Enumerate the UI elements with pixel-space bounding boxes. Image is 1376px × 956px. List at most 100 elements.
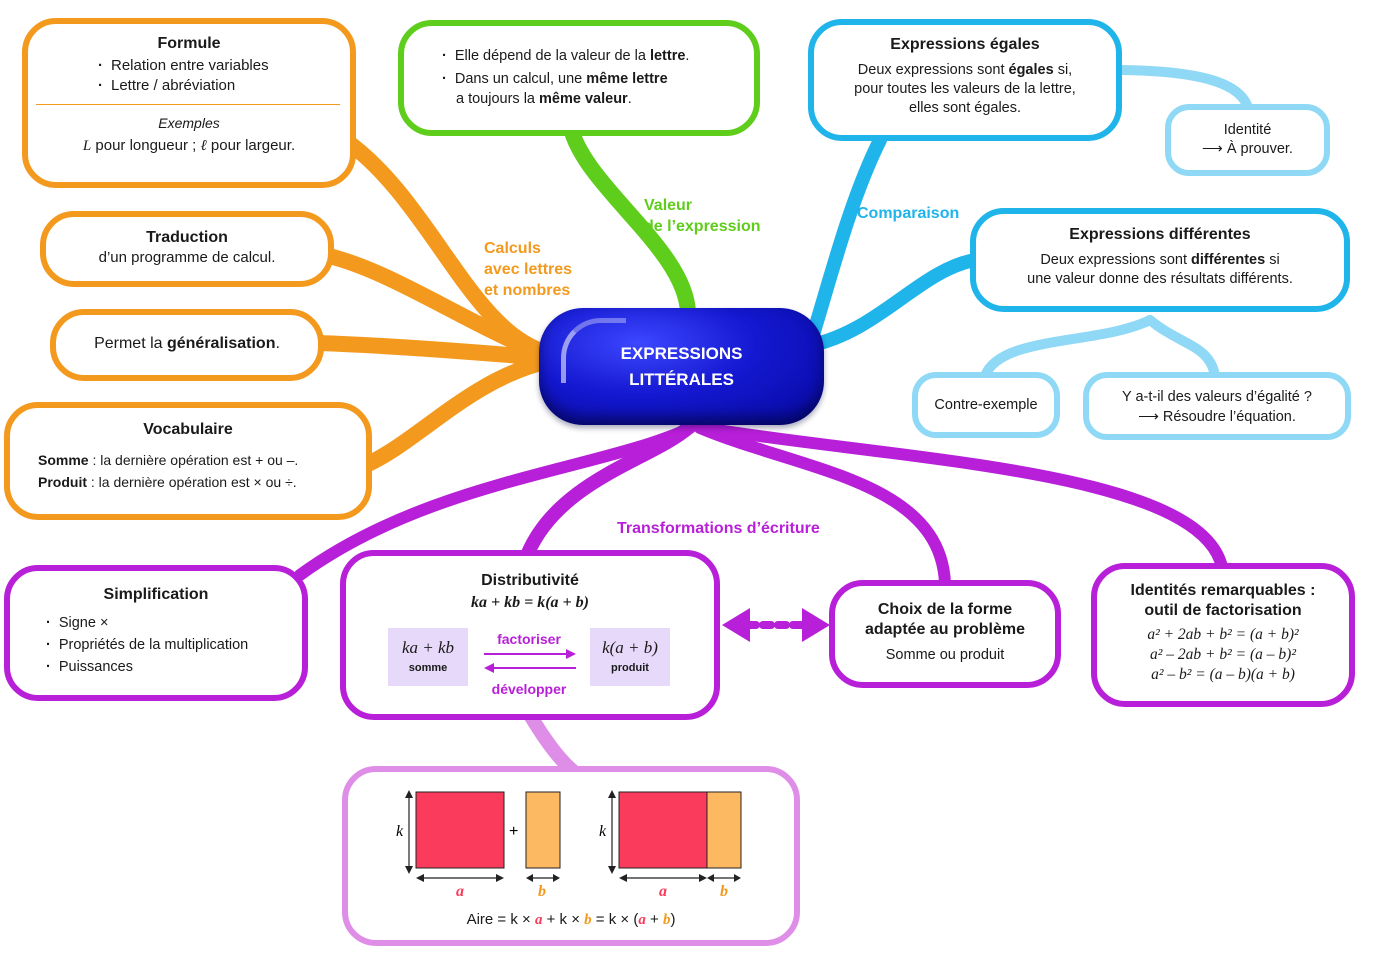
aire-diagram: k + a b k a b (396, 790, 742, 900)
k-label: k (396, 823, 404, 840)
contre-exemple-text: Contre-exemple (934, 397, 1038, 413)
vocabulaire-somme-label: Somme (38, 452, 89, 468)
differentes-text: Deux expressions sont différentes si une… (976, 251, 1344, 289)
vocabulaire-title: Vocabulaire (143, 421, 233, 438)
formule-divider (36, 104, 340, 105)
identites-title-line1: Identités remarquables : (1130, 582, 1316, 599)
developper-arrow-head (484, 663, 494, 673)
vocabulaire-produit-text: : la dernière opération est × ou ÷. (87, 474, 297, 490)
branch-purple-simplification (294, 422, 696, 581)
branch-blue-egales (805, 133, 887, 345)
choix-title-line1: Choix de la forme (877, 601, 1013, 618)
egales-title: Expressions égales (890, 36, 1040, 53)
b-label: b (538, 883, 546, 900)
valeur-l1-pre: Elle dépend de la valeur de la (454, 48, 650, 64)
differentes-l1-bold: différentes (1191, 252, 1266, 268)
aire-formula: Aire = k × a + k × b = k × (a + b) (348, 910, 794, 930)
branch-purple-identites (699, 422, 1228, 573)
branch-green (564, 124, 696, 320)
branch-label-calculs-line2: avec lettres (484, 261, 573, 278)
k-label: k (599, 823, 607, 840)
vocabulaire-produit: Produit : la dernière opération est × ou… (38, 471, 366, 493)
somme-chip: ka + kb somme (388, 628, 468, 686)
choix-box: Choix de la forme adaptée au problème So… (829, 580, 1061, 688)
b-dimension-arrow (526, 874, 533, 882)
k-dimension-arrow (608, 790, 616, 798)
formule-examples-title: Exemples (158, 115, 220, 131)
simplification-item: Puissances (46, 656, 302, 678)
rect-ka-combined (618, 791, 708, 869)
valeur-item-1: Elle dépend de la valeur de la lettre. (442, 46, 754, 66)
a-dimension-arrow (496, 874, 504, 882)
somme-chip-math: ka + kb (401, 638, 455, 657)
aire-formula-b: b (662, 912, 671, 928)
aire-formula-a: a (638, 912, 646, 928)
contre-exemple-box: Contre-exemple (912, 372, 1060, 438)
formule-title: Formule (157, 35, 221, 52)
simplification-box: Simplification Signe × Propriétés de la … (4, 565, 308, 701)
branch-label-valeur-line1: Valeur (644, 197, 693, 214)
differentes-l1-pre: Deux expressions sont (1040, 252, 1192, 268)
differentes-title: Expressions différentes (1069, 226, 1251, 243)
produit-chip-label: produit (611, 662, 649, 674)
aire-formula-part: + (645, 911, 663, 928)
rect-kb (525, 791, 561, 869)
simplification-title: Simplification (103, 586, 209, 603)
identite-formula: a² – b² = (a – b)(a + b) (1151, 666, 1295, 683)
b-dimension-arrow (734, 874, 741, 882)
k-dimension-arrow (405, 790, 413, 798)
dotted-link-arrow-right (802, 608, 830, 642)
egales-box: Expressions égales Deux expressions sont… (808, 19, 1122, 141)
central-title-line1: EXPRESSIONS (620, 343, 743, 363)
branch-label-calculs-line3: et nombres (484, 282, 571, 299)
dotted-link-arrow-left (722, 608, 750, 642)
formule-examples-mid: pour longueur ; (91, 137, 201, 154)
branch-blue-identite (1107, 65, 1253, 113)
identite-line-1: Identité (1223, 122, 1272, 138)
k-dimension-arrow (405, 866, 413, 874)
valeur-box: Elle dépend de la valeur de la lettre. D… (398, 20, 760, 136)
valeur-list: Elle dépend de la valeur de la lettre. D… (442, 46, 754, 89)
branch-label-calculs: Calculs avec lettres et nombres (484, 238, 572, 301)
identite-box: Identité ⟶ À prouver. (1165, 104, 1330, 176)
a-dimension-arrow (416, 874, 424, 882)
central-title-line2: LITTÉRALES (629, 369, 734, 389)
branch-purple-distributivite (521, 421, 695, 560)
aire-formula-a: a (534, 912, 543, 928)
branch-label-valeur: Valeur de l’expression (644, 195, 761, 237)
produit-chip-math: k(a + b) (602, 638, 658, 657)
branch-purple-choix (694, 422, 951, 589)
identites-title: Identités remarquables : outil de factor… (1097, 581, 1349, 621)
valeur-l3-post: . (627, 91, 632, 107)
simplification-item: Signe × (46, 612, 302, 634)
vocabulaire-box: Vocabulaire Somme : la dernière opératio… (4, 402, 372, 520)
vocabulaire-produit-label: Produit (38, 474, 87, 490)
somme-chip-label: somme (408, 662, 448, 674)
egales-l1-pre: Deux expressions sont (857, 62, 1009, 78)
aire-formula-part: + k × (542, 911, 585, 928)
aire-box: k + a b k a b Aire = k × a + k × b = k ×… (342, 766, 800, 946)
vocabulaire-content: Somme : la dernière opération est + ou –… (38, 449, 366, 493)
egales-l1-bold: égales (1008, 62, 1054, 78)
egales-line-2: pour toutes les valeurs de la lettre, (854, 81, 1076, 97)
differentes-l1-post: si (1265, 252, 1280, 268)
a-label: a (659, 883, 667, 900)
generalisation-box: Permet la généralisation. (50, 309, 324, 381)
egalite-text: Y a-t-il des valeurs d’égalité ? ⟶ Résou… (1089, 387, 1345, 427)
valeur-l3-pre: a toujours la (456, 91, 540, 107)
egales-text: Deux expressions sont égales si, pour to… (814, 61, 1116, 118)
branch-label-valeur-line2: de l’expression (644, 218, 761, 235)
valeur-l3-bold: même valeur (539, 91, 628, 107)
a-dimension-arrow (699, 874, 707, 882)
generalisation-text: Permet la généralisation. (56, 334, 318, 354)
rect-kb-combined (706, 791, 742, 869)
identite-text: Identité ⟶ À prouver. (1171, 121, 1324, 159)
egales-line-3: elles sont égales. (908, 100, 1022, 116)
identites-title-line2: outil de factorisation (1144, 602, 1302, 619)
choix-title-line2: adaptée au problème (864, 621, 1026, 638)
egalite-box: Y a-t-il des valeurs d’égalité ? ⟶ Résou… (1083, 372, 1351, 440)
branch-blue-differentes (805, 253, 982, 352)
k-dimension-arrow (608, 866, 616, 874)
generalisation-bold: généralisation (166, 335, 276, 352)
